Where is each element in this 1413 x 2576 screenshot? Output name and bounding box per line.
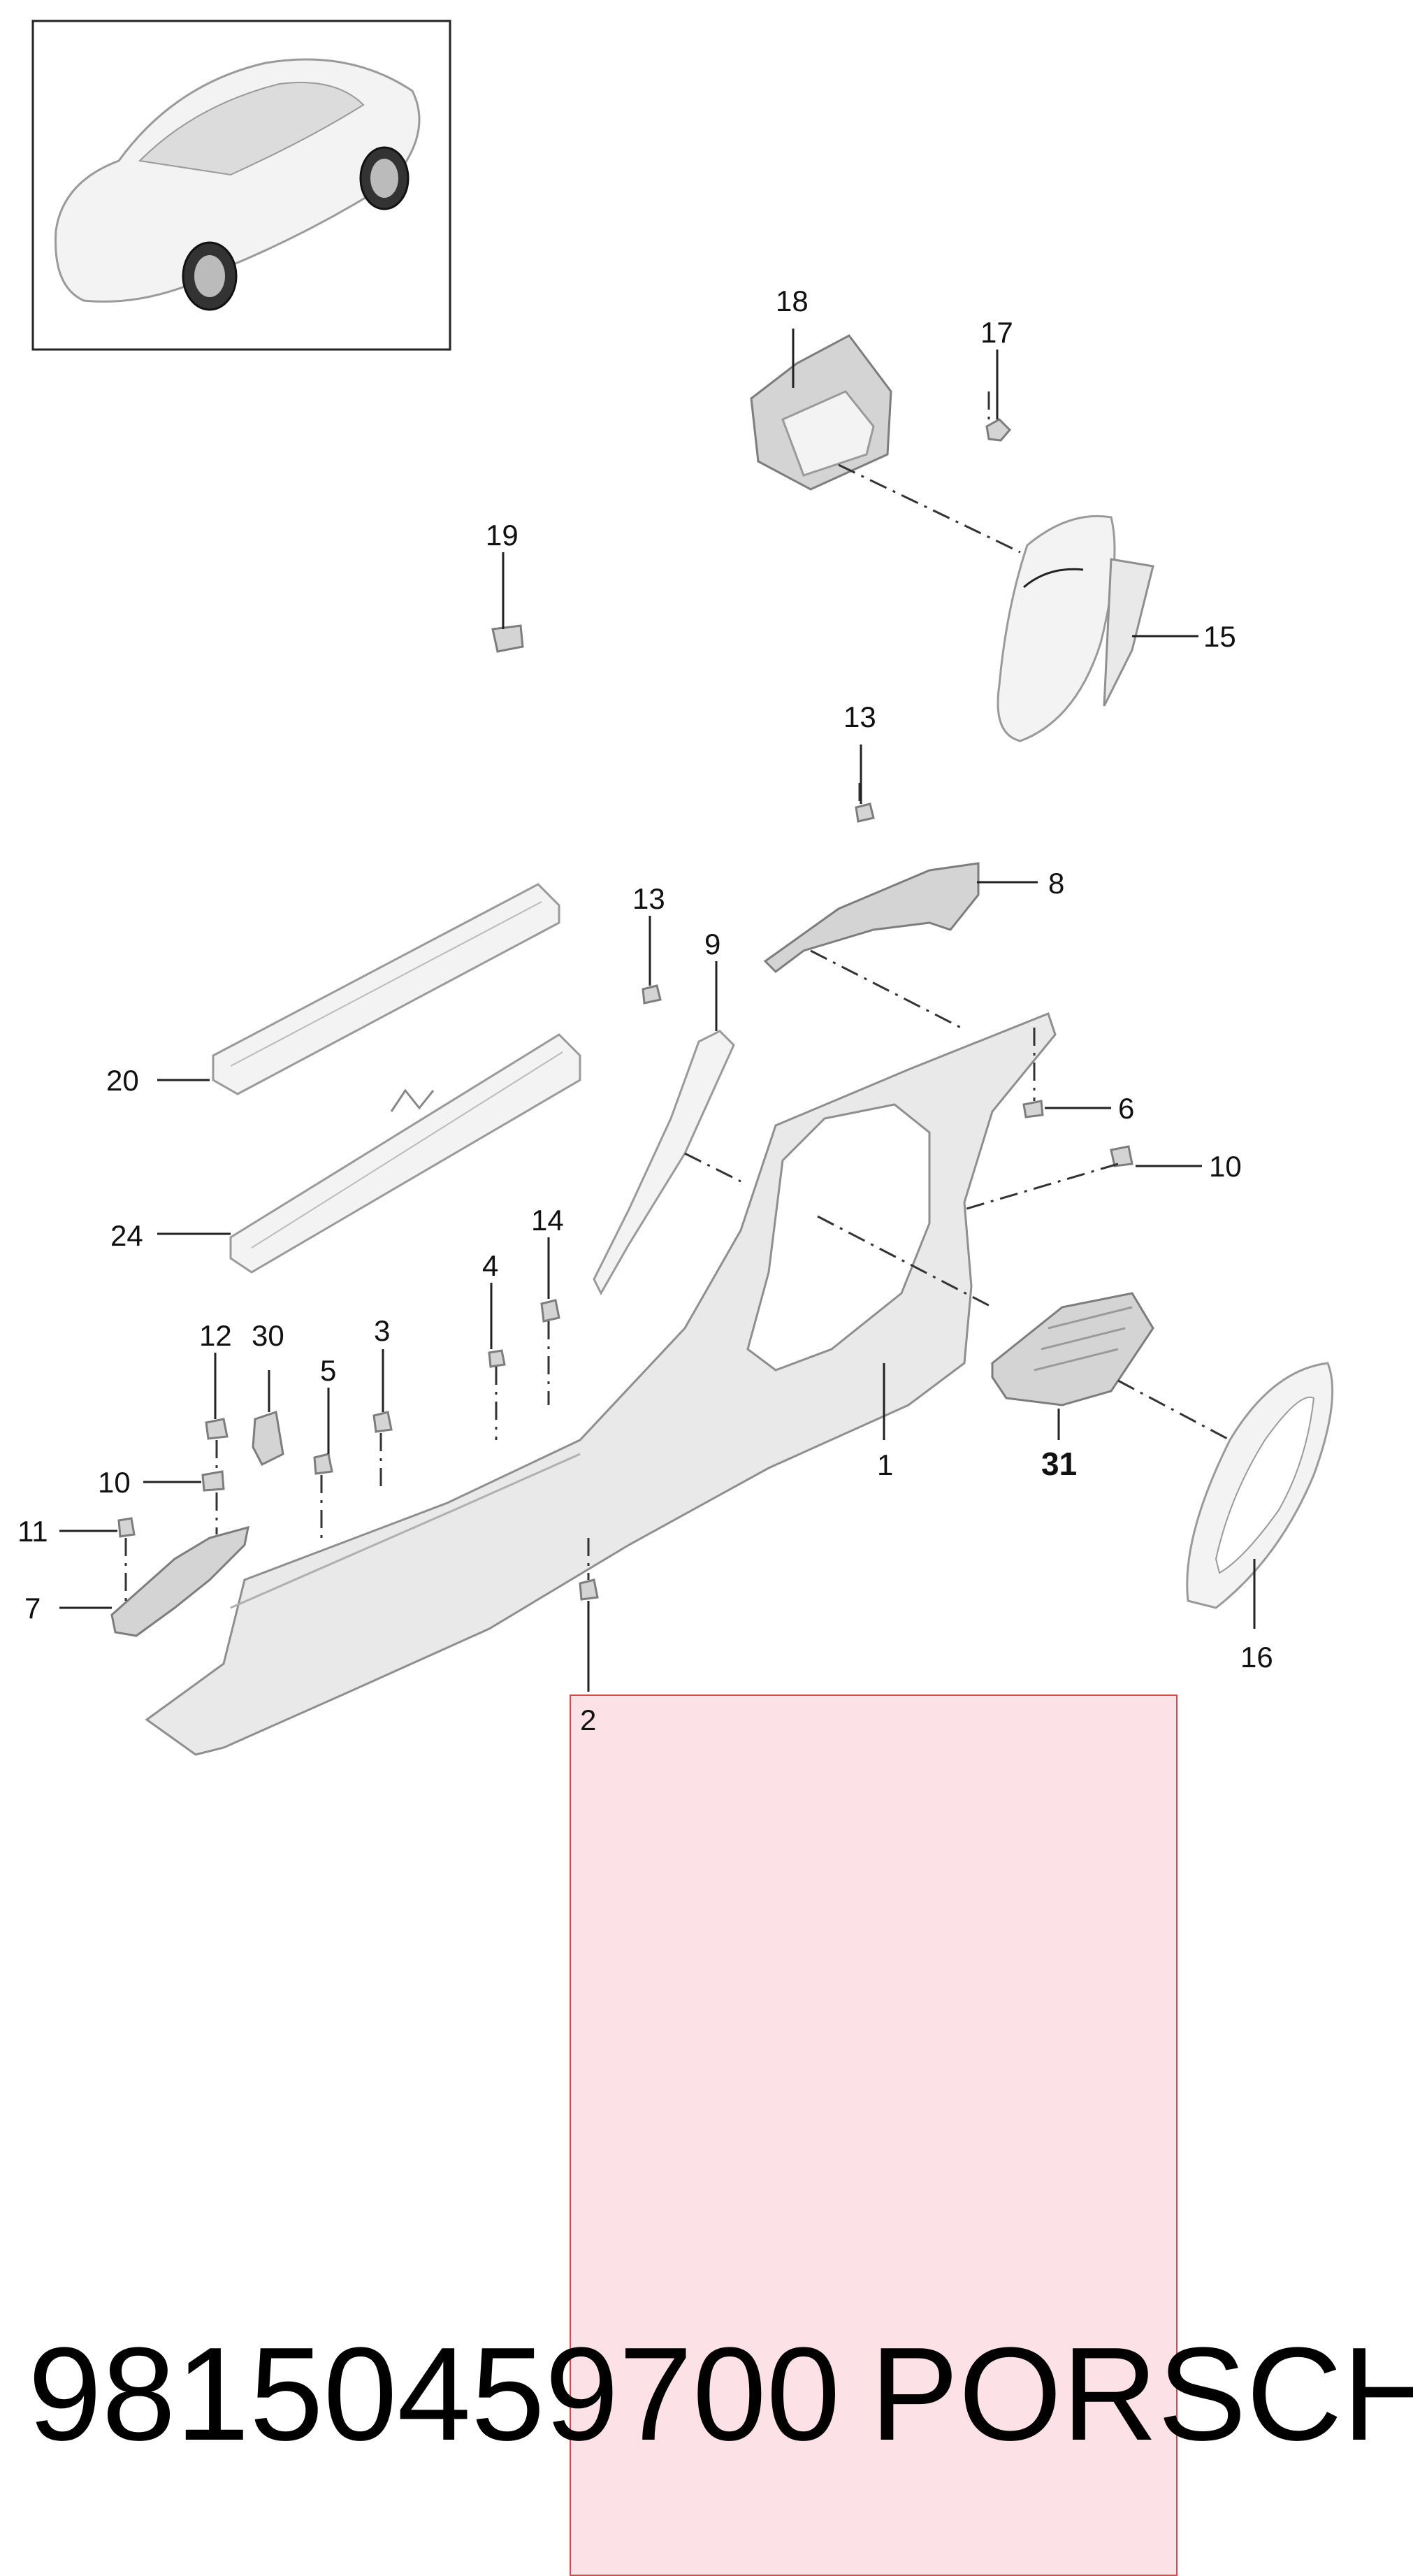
vehicle-thumbnail (31, 20, 451, 351)
callout-8: 8 (1048, 867, 1064, 900)
callout-18: 18 (776, 285, 809, 317)
part-18-air-duct (750, 334, 892, 491)
callout-4: 4 (482, 1249, 498, 1282)
callout-13-lower: 13 (632, 882, 665, 915)
part-15-intake-trim (997, 515, 1154, 742)
callout-9: 9 (704, 928, 720, 960)
callout-16: 16 (1240, 1641, 1273, 1674)
part-number-label: 98150459700 (28, 2320, 841, 2468)
callout-24: 24 (110, 1219, 143, 1252)
part-16-grille-frame (1186, 1362, 1334, 1609)
callout-7: 7 (24, 1592, 41, 1625)
callout-10-lower: 10 (98, 1466, 131, 1499)
part-4-fastener (488, 1349, 506, 1368)
callout-30: 30 (252, 1319, 284, 1352)
part-5-fastener (313, 1453, 333, 1475)
part-13-clip-upper (855, 803, 875, 823)
part-10-clip-upper (1110, 1145, 1133, 1167)
part-13-clip-lower (642, 984, 662, 1005)
callout-10-upper: 10 (1209, 1150, 1242, 1183)
callout-6: 6 (1118, 1092, 1134, 1125)
callout-17: 17 (980, 316, 1013, 349)
leader-lines (59, 329, 1256, 1692)
part-3-fastener (372, 1411, 393, 1433)
part-6-clip (1022, 1100, 1044, 1118)
callout-20: 20 (106, 1064, 139, 1097)
callout-13-upper: 13 (843, 700, 876, 733)
part-14-fastener (540, 1299, 560, 1323)
part-9-pillar-trim (593, 1030, 735, 1296)
part-20-sill-plate (212, 883, 560, 1095)
part-17-clip (985, 418, 1012, 442)
callout-15: 15 (1203, 620, 1236, 653)
part-2-fastener (579, 1578, 599, 1601)
part-1-side-sill-panel (145, 1012, 1057, 1756)
part-31-grille (991, 1292, 1154, 1406)
callout-labels: 18 17 19 15 13 13 8 9 20 24 6 10 14 4 3 … (17, 285, 1273, 1736)
callout-5: 5 (320, 1354, 336, 1387)
part-19-screw (491, 624, 524, 653)
callout-2: 2 (580, 1704, 596, 1736)
part-7-bracket (110, 1525, 249, 1637)
highlight-region (570, 1694, 1178, 2576)
part-12-fastener (205, 1418, 229, 1440)
callout-14: 14 (531, 1204, 564, 1237)
callout-19: 19 (486, 519, 519, 552)
part-11-fastener (117, 1517, 136, 1538)
part-8-bracket (763, 862, 980, 973)
callout-11: 11 (17, 1515, 48, 1548)
part-30-clip (252, 1411, 284, 1467)
callout-31: 31 (1041, 1446, 1077, 1482)
brand-label: PORSCHE (870, 2320, 1413, 2468)
part-10-clip-lower (201, 1470, 225, 1492)
callout-1: 1 (877, 1448, 893, 1481)
callout-12: 12 (199, 1319, 232, 1352)
part-24-sill-plate (229, 1033, 581, 1274)
callout-3: 3 (374, 1314, 390, 1347)
assembly-lines (124, 391, 1231, 1601)
